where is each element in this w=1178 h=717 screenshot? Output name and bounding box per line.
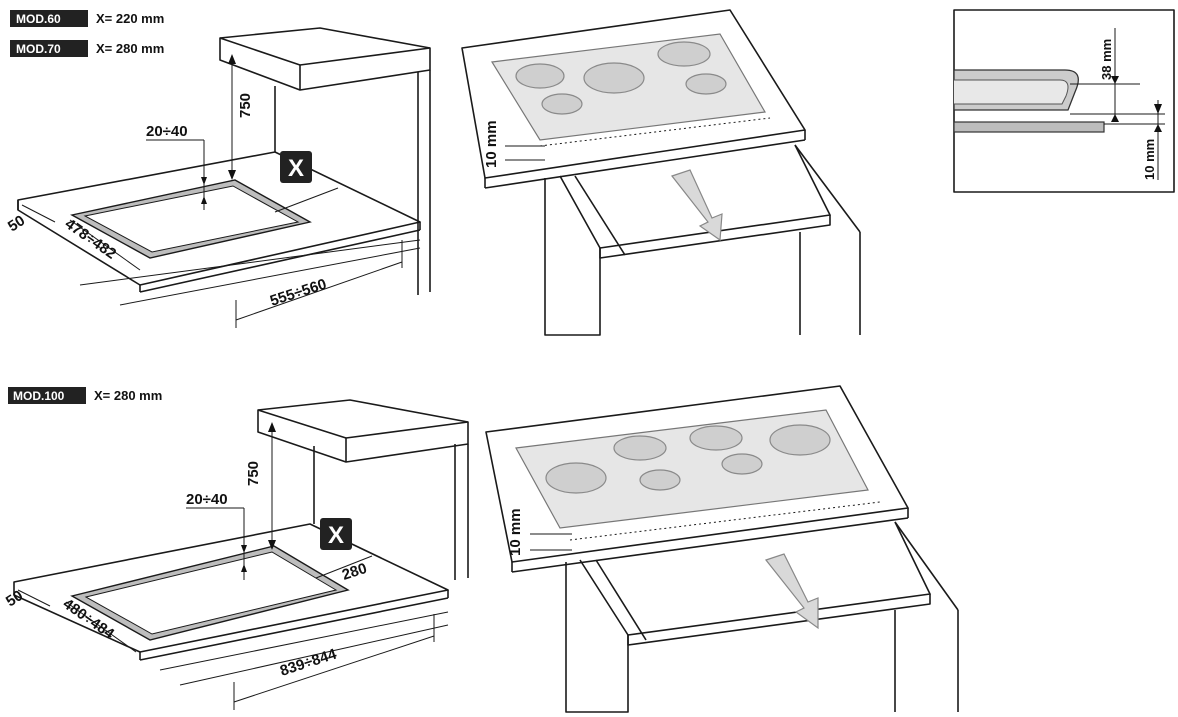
model-badge-60: MOD.60	[10, 10, 88, 27]
burner	[685, 73, 727, 95]
dim-front: 50	[5, 212, 28, 235]
dim-front: 50	[3, 587, 26, 610]
insert-arrow-icon	[671, 169, 723, 242]
model-badge-label: MOD.60	[16, 12, 61, 26]
model-x-value: X= 220 mm	[96, 11, 164, 26]
burner	[769, 424, 831, 456]
top-cutout-drawing: MOD.60 X= 220 mm MOD.70 X= 280 mm 750	[5, 10, 431, 328]
upper-cabinet	[219, 27, 431, 91]
burner	[657, 41, 711, 67]
bottom-cutout-drawing: MOD.100 X= 280 mm 750 20÷40	[3, 387, 469, 710]
x-marker: X	[288, 155, 304, 182]
model-badge-label: MOD.70	[16, 42, 61, 56]
dim-width: 555÷560	[268, 276, 329, 310]
burner	[583, 62, 645, 94]
burner	[689, 425, 743, 451]
detail-thickness: 38 mm	[1099, 39, 1114, 80]
model-x-value: X= 280 mm	[96, 41, 164, 56]
x-marker-box	[280, 151, 312, 183]
dim-side: 280	[340, 560, 369, 584]
burner	[613, 435, 667, 461]
burner	[515, 63, 565, 89]
gap-label: 10 mm	[483, 120, 500, 168]
model-x-value: X= 280 mm	[94, 388, 162, 403]
burner	[721, 453, 763, 475]
burner	[639, 469, 681, 491]
model-badge-label: MOD.100	[13, 389, 65, 403]
burner	[541, 93, 583, 115]
top-hob-drawing: 10 mm	[461, 9, 861, 336]
insert-arrow-icon	[764, 553, 819, 630]
detail-inset: 38 mm 10 mm	[953, 9, 1175, 193]
x-marker: X	[328, 522, 344, 549]
dim-width: 839÷844	[278, 645, 339, 679]
dim-height: 750	[237, 93, 254, 118]
dim-height: 750	[245, 461, 262, 486]
burner	[545, 462, 607, 494]
detail-gap: 10 mm	[1142, 139, 1157, 180]
model-badge-70: MOD.70	[10, 40, 88, 57]
dim-inset: 20÷40	[186, 491, 228, 508]
dim-inset: 20÷40	[146, 123, 188, 140]
x-marker-box	[320, 518, 352, 550]
gap-label: 10 mm	[507, 508, 524, 556]
model-badge-100: MOD.100	[8, 387, 86, 404]
bottom-hob-drawing: 10 mm	[485, 385, 959, 713]
upper-cabinet	[257, 399, 469, 463]
